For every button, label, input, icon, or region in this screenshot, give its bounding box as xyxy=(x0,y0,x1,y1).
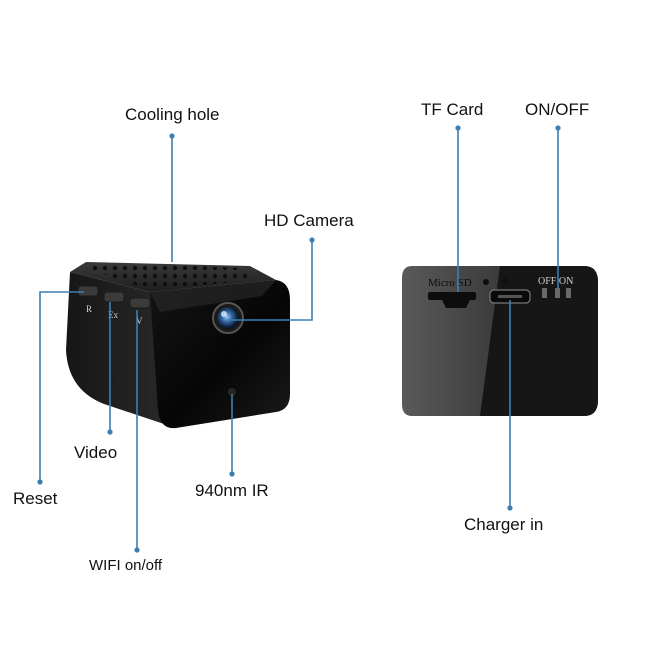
button-letter-ex: Ex xyxy=(108,310,118,320)
label-video: Video xyxy=(74,443,118,462)
reset-button[interactable] xyxy=(77,285,99,297)
label-reset: Reset xyxy=(13,489,58,508)
callout-line-reset xyxy=(39,291,84,482)
label-wifi-on-off: WIFI on/off xyxy=(89,557,163,574)
label-tf-card: TF Card xyxy=(421,100,484,119)
callout-dots xyxy=(37,125,561,553)
label-on-off: ON/OFF xyxy=(525,100,590,119)
callout-lines xyxy=(39,128,559,550)
off-on-label: OFF ON xyxy=(538,276,573,287)
cooling-grill xyxy=(86,262,258,290)
sd-slot xyxy=(428,292,476,300)
button-letter-v: V xyxy=(136,316,143,326)
callout-line-camera xyxy=(228,240,313,321)
usb-icon: ⭍ xyxy=(500,275,510,289)
wifi-button[interactable] xyxy=(129,297,151,309)
label-940nm-ir: 940nm IR xyxy=(195,481,269,500)
micro-sd-label: Micro SD xyxy=(428,277,472,289)
front-face xyxy=(150,280,290,429)
power-switch[interactable] xyxy=(542,288,571,298)
label-cooling-hole: Cooling hole xyxy=(125,105,220,124)
video-button[interactable] xyxy=(103,291,125,303)
ir-led xyxy=(228,388,236,396)
camera-lens xyxy=(212,302,244,334)
label-hd-camera: HD Camera xyxy=(264,211,354,230)
label-charger-in: Charger in xyxy=(464,515,544,534)
button-letter-r: R xyxy=(86,304,92,314)
left-camera-device: R Ex V xyxy=(66,262,290,429)
side-face xyxy=(66,272,176,428)
right-camera-device: Micro SD ⭍ OFF ON xyxy=(402,266,598,416)
